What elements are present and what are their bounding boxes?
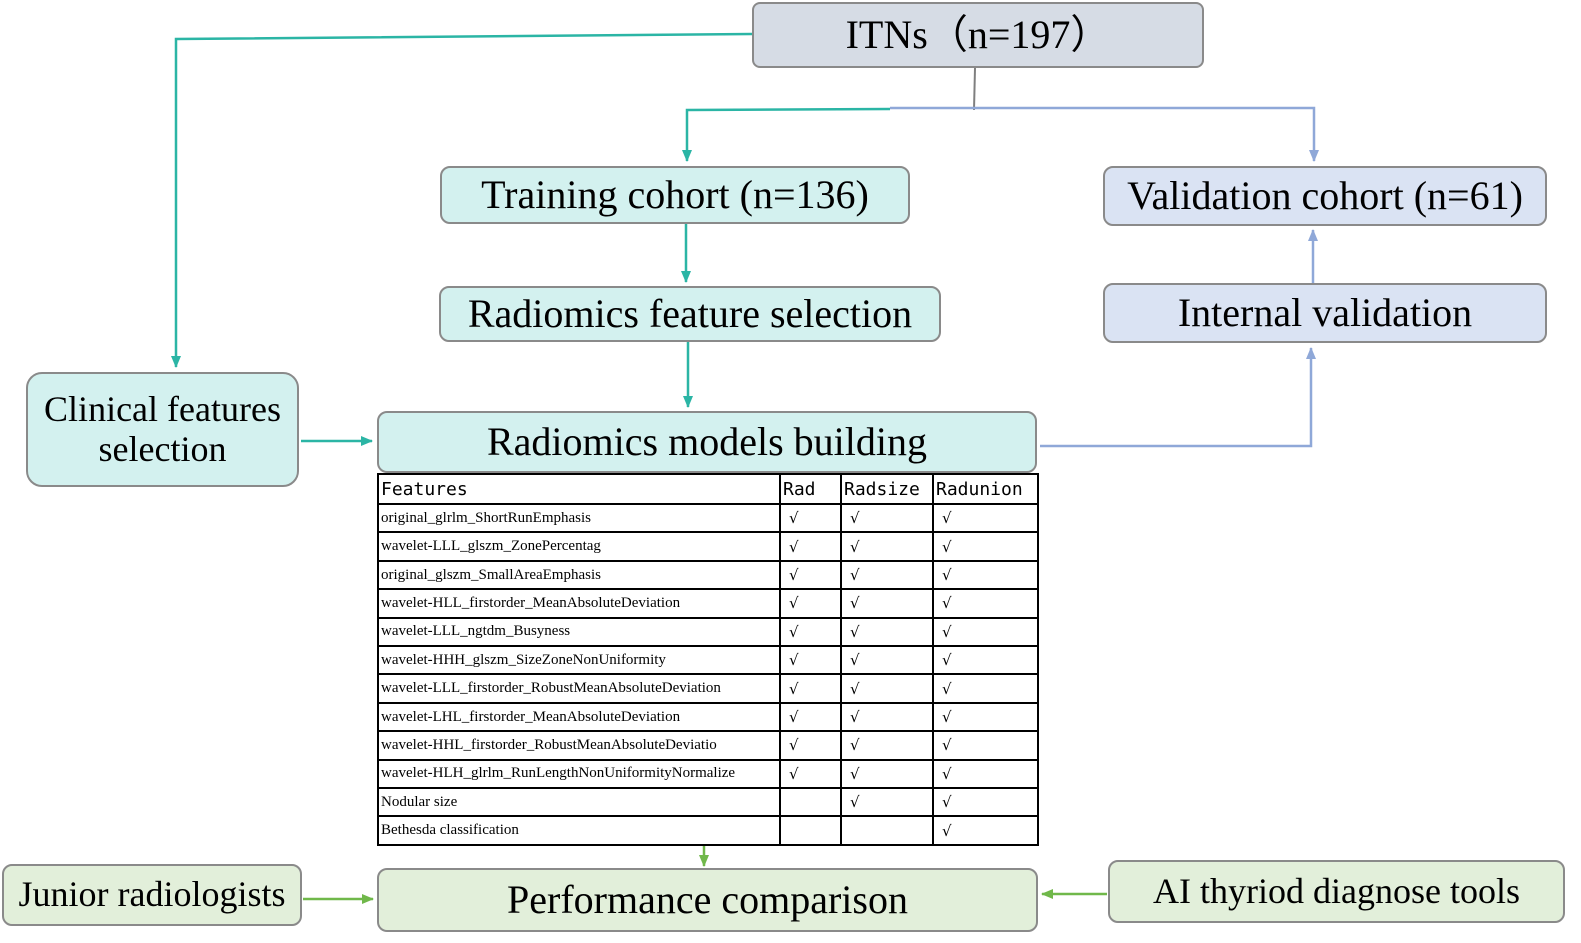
radsize-check-cell: √	[840, 559, 934, 591]
rad-check-cell: √	[779, 588, 842, 619]
rad-check-cell: √	[779, 730, 842, 761]
header-radunion: Radunion	[932, 473, 1039, 505]
clinical-features-selection-box: Clinical features selection	[26, 372, 299, 487]
rad-check-cell: √	[779, 701, 842, 733]
radsize-check-cell: √	[840, 502, 934, 534]
header-radsize: Radsize	[840, 473, 934, 505]
rad-check-cell	[779, 815, 842, 846]
rad-check-cell: √	[779, 502, 842, 534]
arrow-models-to-internal	[1040, 347, 1316, 448]
radsize-check-cell: √	[840, 645, 934, 676]
feature-name-cell: wavelet-HLL_firstorder_MeanAbsoluteDevia…	[377, 588, 781, 619]
feature-name-cell: wavelet-HHH_glszm_SizeZoneNonUniformity	[377, 645, 781, 676]
radunion-check-cell: √	[932, 531, 1039, 562]
radunion-check-cell: √	[932, 559, 1039, 591]
arrow-split-to-training	[682, 107, 891, 162]
feature-table: Features Rad Radsize Radunion original_g…	[377, 473, 1039, 846]
ai-tools-label: AI thyriod diagnose tools	[1153, 870, 1520, 911]
rad-check-cell: √	[779, 645, 842, 676]
radunion-check-cell: √	[932, 502, 1039, 534]
rad-check-cell: √	[779, 616, 842, 648]
rad-check-cell: √	[779, 531, 842, 562]
table-row: original_glszm_SmallAreaEmphasis√√√	[377, 559, 1039, 591]
junior-radiologists-label: Junior radiologists	[18, 874, 286, 915]
internal-validation-box: Internal validation	[1103, 283, 1547, 343]
clinical-features-line2: selection	[98, 428, 227, 469]
table-row: wavelet-HLL_firstorder_MeanAbsoluteDevia…	[377, 588, 1039, 619]
radsize-check-cell: √	[840, 701, 934, 733]
radunion-check-cell: √	[932, 645, 1039, 676]
feature-name-cell: original_glrlm_ShortRunEmphasis	[377, 502, 781, 534]
radunion-check-cell: √	[932, 787, 1039, 818]
ai-tools-box: AI thyriod diagnose tools	[1108, 860, 1565, 923]
radsize-check-cell: √	[840, 787, 934, 818]
radiomics-models-building-label: Radiomics models building	[487, 419, 927, 464]
training-cohort-box: Training cohort (n=136)	[440, 166, 910, 224]
radsize-check-cell: √	[840, 758, 934, 790]
feature-name-cell: wavelet-HLH_glrlm_RunLengthNonUniformity…	[377, 758, 781, 790]
radsize-check-cell: √	[840, 531, 934, 562]
arrow-split-to-validation	[890, 106, 1319, 162]
itns-label: ITNs（n=197）	[845, 12, 1111, 57]
table-row: Bethesda classification √	[377, 815, 1039, 846]
table-row: wavelet-HHL_firstorder_RobustMeanAbsolut…	[377, 730, 1039, 761]
feature-name-cell: original_glszm_SmallAreaEmphasis	[377, 559, 781, 591]
radunion-check-cell: √	[932, 730, 1039, 761]
feature-name-cell: wavelet-LHL_firstorder_MeanAbsoluteDevia…	[377, 701, 781, 733]
table-row: wavelet-LLL_firstorder_RobustMeanAbsolut…	[377, 673, 1039, 704]
radunion-check-cell: √	[932, 815, 1039, 846]
junior-radiologists-box: Junior radiologists	[2, 864, 302, 926]
radunion-check-cell: √	[932, 758, 1039, 790]
training-cohort-label: Training cohort (n=136)	[481, 172, 869, 217]
feature-table-body: original_glrlm_ShortRunEmphasis√√√wavele…	[377, 502, 1039, 846]
table-row: wavelet-HHH_glszm_SizeZoneNonUniformity√…	[377, 645, 1039, 676]
rad-check-cell: √	[779, 758, 842, 790]
feature-name-cell: wavelet-LLL_firstorder_RobustMeanAbsolut…	[377, 673, 781, 704]
rad-check-cell: √	[779, 673, 842, 704]
internal-validation-label: Internal validation	[1177, 290, 1473, 335]
radsize-check-cell: √	[840, 588, 934, 619]
radunion-check-cell: √	[932, 701, 1039, 733]
rad-check-cell	[779, 787, 842, 818]
validation-cohort-label: Validation cohort (n=61)	[1127, 173, 1523, 218]
radiomics-feature-selection-box: Radiomics feature selection	[439, 286, 941, 342]
radsize-check-cell	[840, 815, 934, 846]
radiomics-feature-selection-label: Radiomics feature selection	[467, 291, 913, 336]
line-itns-trunk	[973, 67, 976, 111]
table-row: wavelet-LLL_ngtdm_Busyness√√√	[377, 616, 1039, 648]
radunion-check-cell: √	[932, 673, 1039, 704]
performance-comparison-box: Performance comparison	[377, 868, 1038, 932]
feature-name-cell: Nodular size	[377, 787, 781, 818]
radunion-check-cell: √	[932, 588, 1039, 619]
itns-box: ITNs（n=197）	[752, 2, 1204, 68]
radsize-check-cell: √	[840, 730, 934, 761]
header-rad: Rad	[779, 473, 842, 505]
table-row: original_glrlm_ShortRunEmphasis√√√	[377, 502, 1039, 534]
clinical-features-line1: Clinical features	[44, 388, 281, 429]
header-features: Features	[377, 473, 781, 505]
radiomics-models-building-box: Radiomics models building	[377, 411, 1037, 473]
table-row: wavelet-HLH_glrlm_RunLengthNonUniformity…	[377, 758, 1039, 790]
arrow-itns-to-clinical	[171, 32, 753, 368]
table-row: wavelet-LHL_firstorder_MeanAbsoluteDevia…	[377, 701, 1039, 733]
validation-cohort-box: Validation cohort (n=61)	[1103, 166, 1547, 226]
radunion-check-cell: √	[932, 616, 1039, 648]
table-header-row: Features Rad Radsize Radunion	[377, 473, 1039, 505]
radsize-check-cell: √	[840, 673, 934, 704]
feature-name-cell: wavelet-HHL_firstorder_RobustMeanAbsolut…	[377, 730, 781, 761]
feature-name-cell: Bethesda classification	[377, 815, 781, 846]
feature-name-cell: wavelet-LLL_ngtdm_Busyness	[377, 616, 781, 648]
clinical-features-text: Clinical features selection	[44, 388, 281, 469]
table-row: wavelet-LLL_glszm_ZonePercentag√√√	[377, 531, 1039, 562]
table-row: Nodular size √√	[377, 787, 1039, 818]
performance-comparison-label: Performance comparison	[507, 877, 908, 922]
rad-check-cell: √	[779, 559, 842, 591]
feature-name-cell: wavelet-LLL_glszm_ZonePercentag	[377, 531, 781, 562]
radsize-check-cell: √	[840, 616, 934, 648]
